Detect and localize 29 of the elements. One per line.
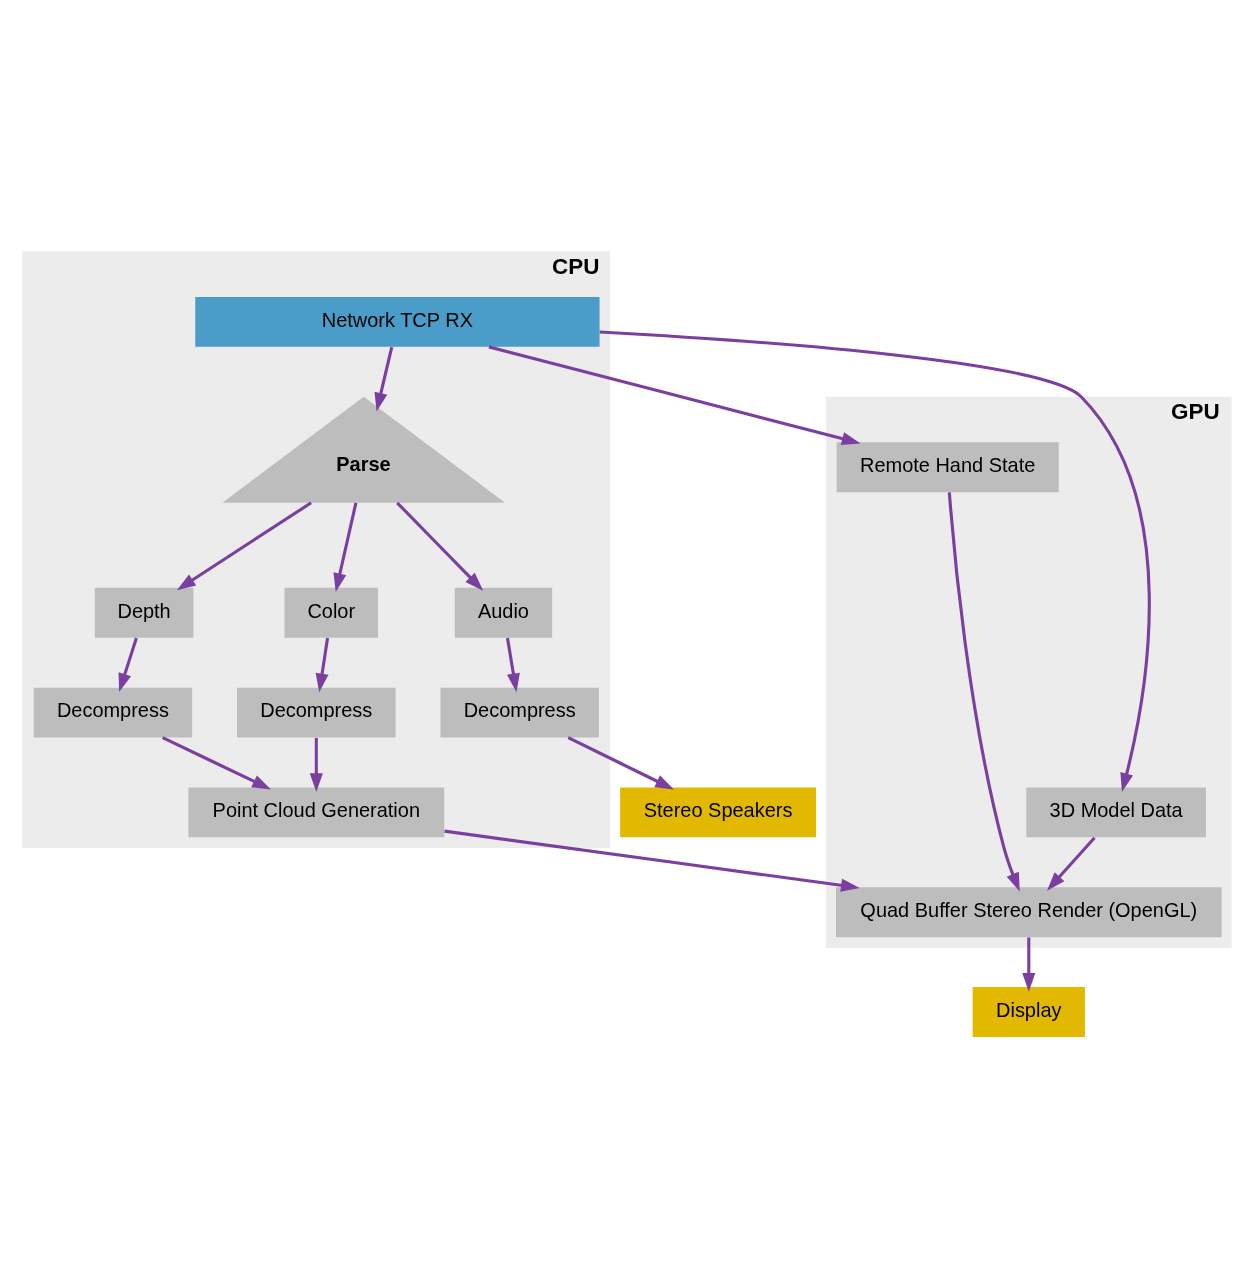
arrow [333, 502, 358, 592]
node-box: Remote Hand State [836, 442, 1059, 493]
node-box: Depth [94, 587, 194, 638]
node-box: Decompress [440, 687, 599, 738]
node-box: Decompress [237, 687, 396, 738]
node-box: 3D Model Data [1026, 787, 1206, 838]
arrow [1022, 937, 1036, 992]
arrow [162, 736, 271, 790]
arrow [505, 637, 520, 693]
arrow [488, 345, 861, 446]
node-box: Color [284, 587, 379, 638]
arrow [947, 492, 1020, 892]
node-box: Display [972, 987, 1085, 1037]
arrow [374, 346, 394, 412]
arrow [176, 501, 312, 591]
node-box: Network TCP RX [195, 296, 600, 347]
arrow [444, 829, 860, 892]
arrow [599, 330, 1151, 792]
arrow [567, 736, 674, 790]
arrow [396, 501, 484, 591]
node-box: Quad Buffer Stereo Render (OpenGL) [836, 887, 1222, 938]
arrow [315, 637, 330, 693]
node-box: Stereo Speakers [620, 787, 817, 838]
arrow [1046, 836, 1096, 891]
node-box: Decompress [33, 687, 193, 738]
arrow [309, 737, 323, 793]
node-box: Point Cloud Generation [188, 787, 445, 838]
node-box: Audio [454, 587, 553, 638]
arrow [118, 637, 138, 693]
